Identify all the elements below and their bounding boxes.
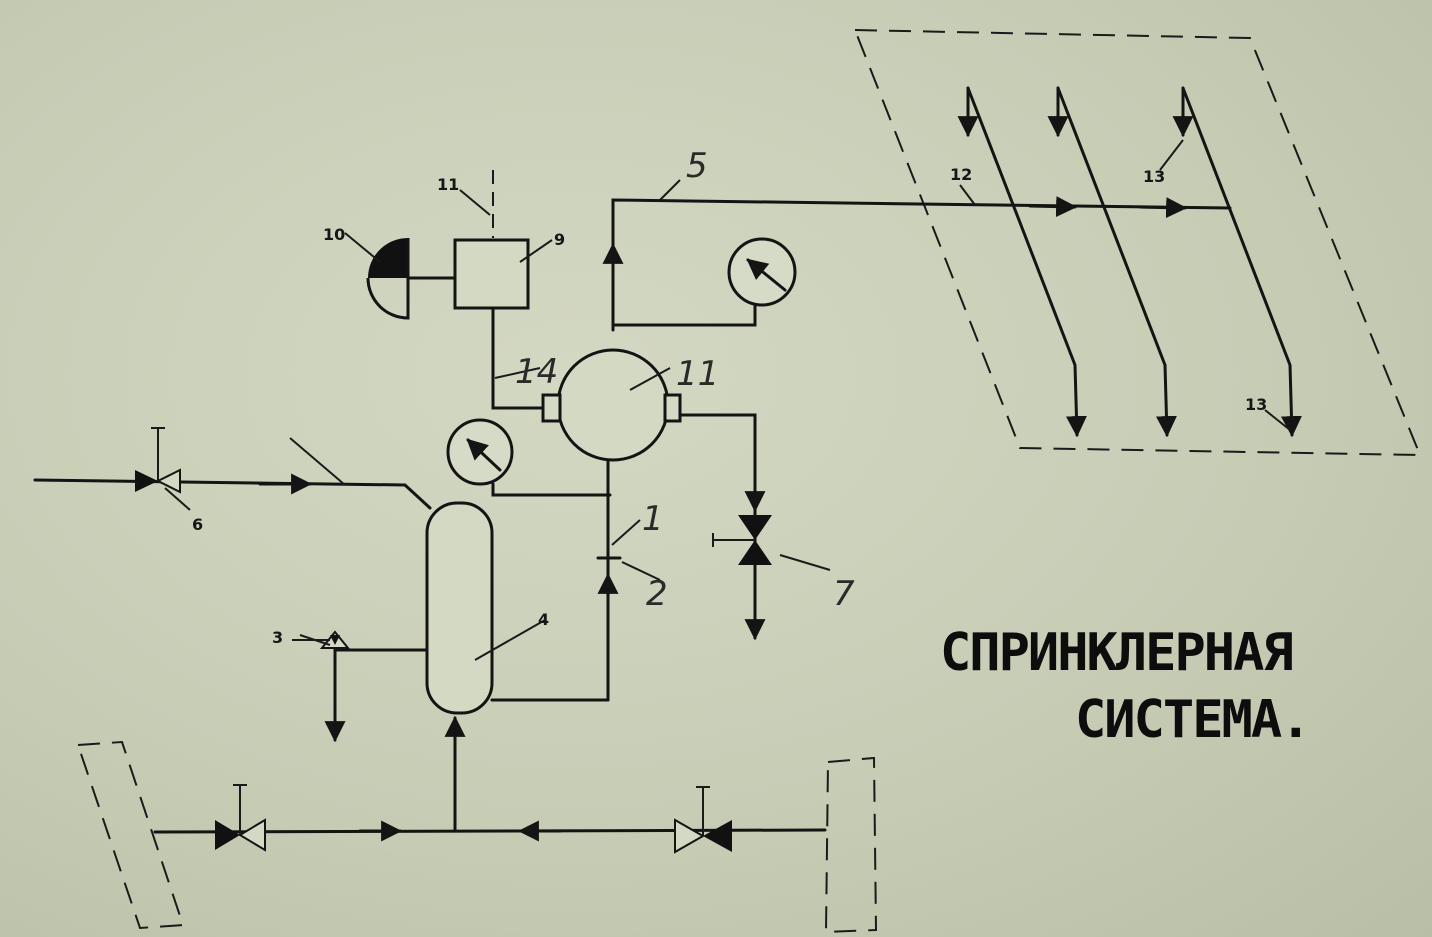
supply-pipe-5 (611, 198, 1232, 332)
label-9: 9 (554, 230, 565, 249)
label-2: 2 (646, 574, 668, 614)
water-valve-left (215, 784, 266, 852)
label-7: 7 (833, 574, 855, 614)
safety-valve-pipe (324, 648, 429, 743)
right-wall-dashed (824, 756, 878, 934)
pressure-switch-9 (453, 238, 530, 310)
alarm-bell-10-outline (366, 238, 410, 320)
label-14: 14 (515, 352, 558, 392)
air-supply-pipe (33, 478, 432, 510)
label-12: 12 (950, 165, 972, 184)
sprinkler-branch-2 (1047, 86, 1177, 438)
label-4: 4 (538, 610, 549, 629)
label-11-valve: 11 (676, 354, 719, 394)
sprinkler-branch-3 (1172, 86, 1302, 438)
accelerator-tank-4 (425, 501, 494, 715)
gauge-lower-line (491, 482, 612, 497)
label-3: 3 (272, 628, 283, 647)
title-line-1: СПРИНКЛЕРНАЯ (940, 623, 1292, 683)
drain-valve-7 (712, 515, 772, 565)
water-valve-right (674, 786, 732, 854)
label-13-bottom: 13 (1245, 395, 1267, 414)
valve-flange-left (541, 393, 562, 423)
gauge-lower-needle-icon (466, 438, 502, 472)
valve-flange-right (663, 393, 682, 423)
leader-lines (164, 139, 1291, 661)
left-wall-dashed (76, 740, 185, 930)
protected-zone-outline (853, 28, 1422, 457)
alarm-bell-10-icon (368, 238, 408, 278)
label-1: 1 (642, 499, 664, 539)
air-valve-6 (135, 427, 181, 494)
label-13-top: 13 (1143, 167, 1165, 186)
sprinkler-branch-1 (957, 86, 1087, 438)
gauge-upper-line (611, 303, 757, 327)
title-line-2: СИСТЕМА. (1075, 690, 1309, 750)
label-5: 5 (686, 146, 708, 186)
gauge-upper-needle-icon (746, 258, 787, 292)
flow-arrow-main-1 (1028, 196, 1078, 218)
control-valve-11 (556, 348, 670, 462)
label-6: 6 (192, 515, 203, 534)
label-10: 10 (323, 225, 345, 244)
pipe-14 (491, 306, 545, 410)
flow-arrow-main-2 (1138, 197, 1188, 219)
label-11-signal: 11 (437, 175, 459, 194)
drain-pipe (678, 413, 766, 641)
